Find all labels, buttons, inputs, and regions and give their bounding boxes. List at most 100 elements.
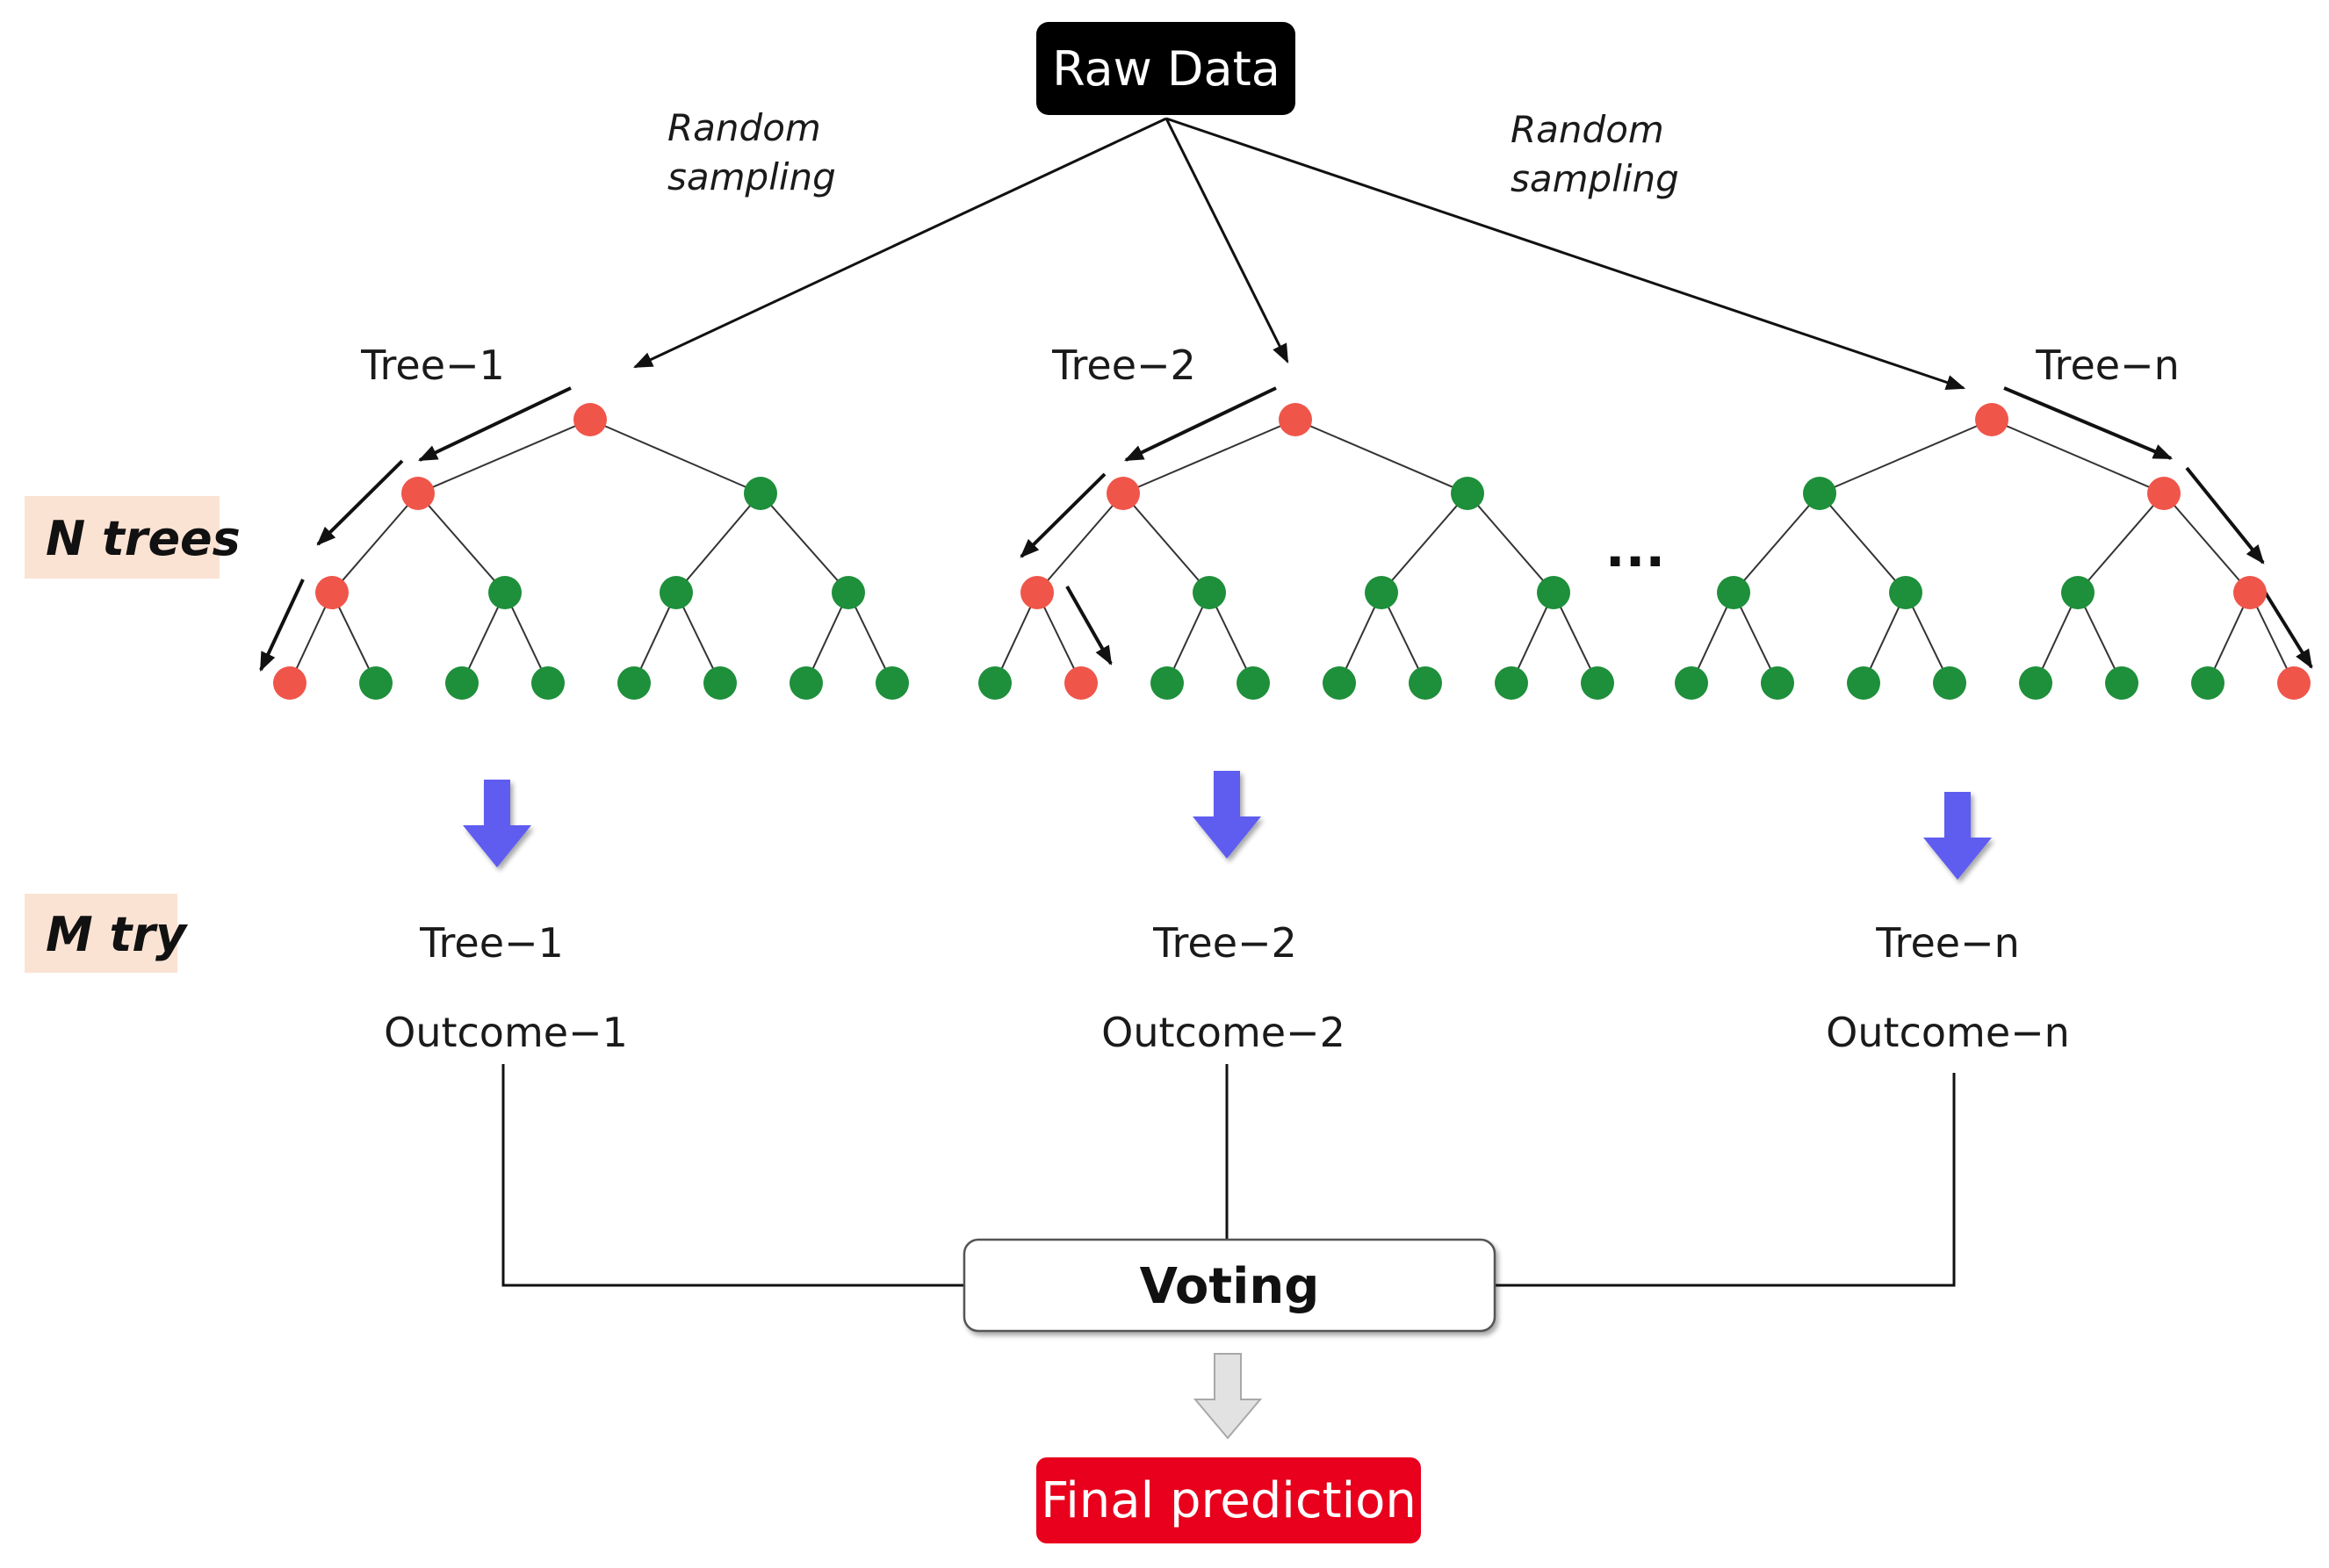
outcome-1-label: Outcome−1 (384, 1009, 628, 1056)
tree-edge (1294, 419, 1468, 494)
decision-path-arrow (1020, 472, 1107, 558)
tree-node (703, 666, 737, 700)
tree-node (1323, 666, 1356, 700)
down-arrow-icon (463, 780, 531, 867)
decision-tree-2 (978, 386, 1614, 700)
voting-connectors (501, 1064, 1956, 1287)
sampling-arrow-tree-2 (1164, 118, 1289, 363)
tree-node (1150, 666, 1184, 700)
decision-path-arrow (1124, 386, 1277, 462)
decision-path-arrow (259, 579, 305, 672)
sampling-label-left-line-1: Random (667, 106, 821, 149)
tree-edge (417, 493, 506, 593)
decision-path-arrow (2003, 386, 2174, 460)
tree-1-label: Tree−1 (360, 342, 505, 389)
tree-edge (1208, 592, 1254, 684)
decision-path-arrow (2261, 587, 2313, 669)
tree-node (1537, 576, 1570, 609)
decision-path-arrow (1065, 586, 1113, 665)
tree-edge (504, 592, 549, 684)
tree-2-label: Tree−2 (1051, 342, 1196, 389)
tree-edge (2249, 592, 2295, 684)
tree-node-selected (2147, 477, 2181, 510)
tree-edge (589, 419, 761, 494)
tree-node (445, 666, 479, 700)
tree-edge (1122, 419, 1296, 494)
tree-edge (847, 592, 893, 684)
sampling-label-right-line-1: Random (1511, 108, 1664, 151)
decision-path-arrow (316, 459, 404, 546)
tree-node (1761, 666, 1794, 700)
tree-2-result-label: Tree−2 (1152, 919, 1297, 967)
tree-node (488, 576, 522, 609)
tree-node (744, 477, 777, 510)
tree-edge (1036, 592, 1082, 684)
tree-node (1193, 576, 1226, 609)
tree-node (1933, 666, 1966, 700)
tree-node-selected (273, 666, 306, 700)
down-arrow-icon (1923, 792, 1992, 880)
tree-node (1495, 666, 1528, 700)
decision-tree-3 (1675, 386, 2313, 700)
tree-edge (675, 493, 761, 593)
m-try-bg (25, 894, 177, 973)
tree-node (832, 576, 865, 609)
tree-node (2061, 576, 2095, 609)
tree-node (2191, 666, 2224, 700)
tree-edge (1381, 493, 1468, 593)
tree-node-selected (401, 477, 435, 510)
decision-path-arrow (418, 386, 572, 462)
raw-data-box (1036, 22, 1295, 115)
tree-node (617, 666, 651, 700)
voting-box (963, 1238, 1496, 1333)
tree-edge (461, 592, 506, 684)
decision-tree-1 (259, 386, 909, 700)
tree-node-selected (2277, 666, 2311, 700)
tree-node-selected (315, 576, 349, 609)
tree-node (978, 666, 1012, 700)
tree-node (1717, 576, 1750, 609)
m-try-tag: M try (25, 894, 189, 973)
tree-edge (1553, 592, 1598, 684)
n-trees-label: N trees (46, 511, 241, 566)
voting-node: Voting (963, 1238, 1496, 1333)
tree-node (359, 666, 393, 700)
tree-node (1847, 666, 1880, 700)
n-trees-bg (25, 496, 220, 579)
sampling-label-right: Random sampling (1511, 108, 1679, 200)
n-trees-tag: N trees (25, 496, 241, 579)
tree-node (1581, 666, 1614, 700)
connector-outcome-n (1495, 1073, 1956, 1287)
tree-edge (1991, 419, 2165, 494)
connector-outcome-1 (501, 1064, 964, 1287)
final-prediction-box (1036, 1457, 1421, 1543)
tree-edge (675, 592, 721, 684)
tree-node (1365, 576, 1398, 609)
tree-n-result-label: Tree−n (1875, 919, 2020, 967)
tree-node (531, 666, 565, 700)
decision-path-arrow (2185, 466, 2265, 565)
tree-n-label: Tree−n (2035, 342, 2180, 389)
tree-edge (1819, 419, 1993, 494)
tree-node-selected (1975, 403, 2008, 436)
sampling-label-right-line-2: sampling (1511, 157, 1679, 200)
tree-node-selected (1064, 666, 1098, 700)
tree-node-selected (1279, 403, 1312, 436)
tree-edge (1467, 493, 1554, 593)
tree-node (1889, 576, 1922, 609)
voting-label: Voting (1140, 1258, 1320, 1315)
tree-node (1803, 477, 1836, 510)
tree-edge (760, 493, 849, 593)
tree-node (1451, 477, 1484, 510)
tree-edge (2163, 493, 2251, 593)
tree-node-selected (573, 403, 607, 436)
sampling-label-left-line-2: sampling (667, 155, 836, 198)
tree-node (2019, 666, 2052, 700)
tree-1-result-label: Tree−1 (419, 919, 564, 967)
tree-node-selected (1107, 477, 1140, 510)
tree-edge (1905, 592, 1950, 684)
tree-edge (1122, 493, 1210, 593)
tree-edge (417, 419, 591, 494)
tree-edge (2077, 493, 2165, 593)
